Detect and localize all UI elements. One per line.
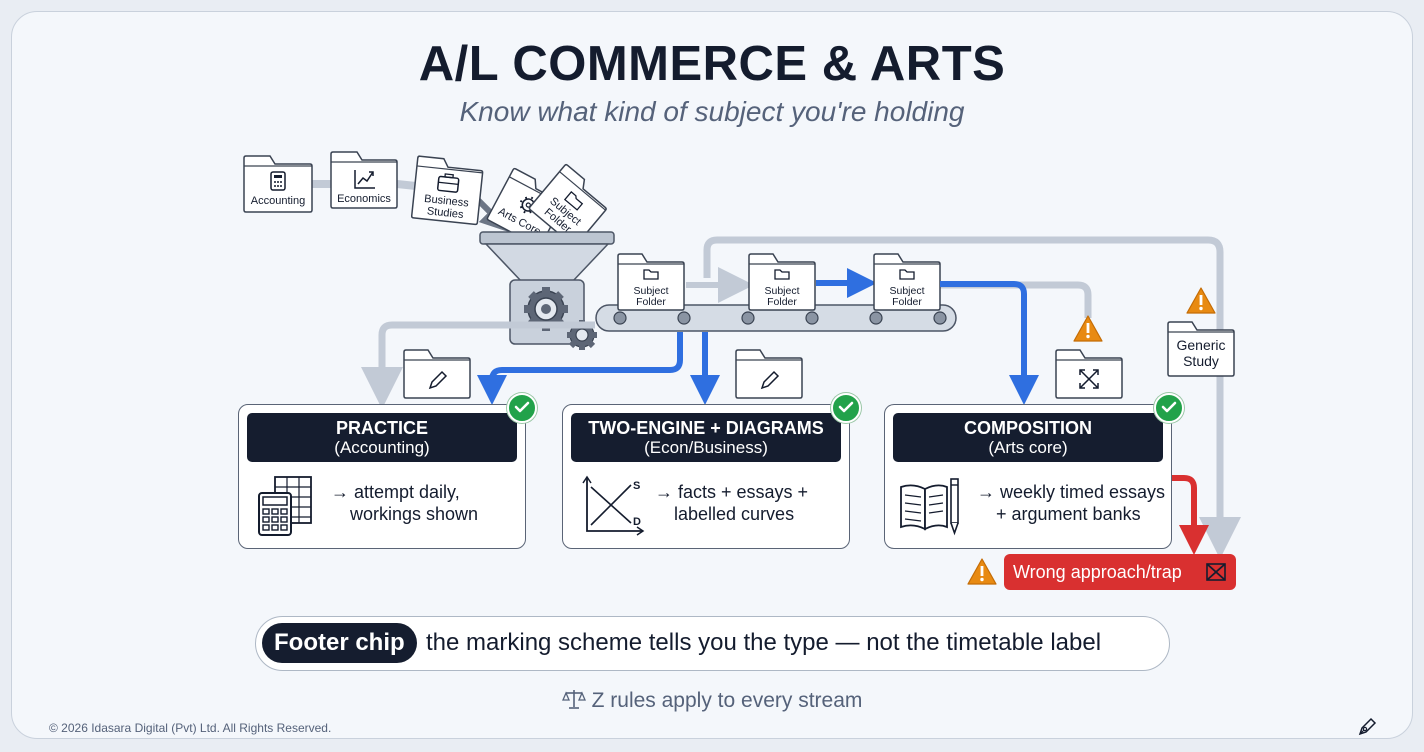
conveyor-folder: Subject Folder — [748, 253, 816, 311]
trap-badge: Wrong approach/trap — [1004, 554, 1236, 590]
briefcase-icon — [436, 173, 460, 193]
pen-nib-icon — [1358, 717, 1377, 736]
category-box-two-engine: TWO-ENGINE + DIAGRAMS (Econ/Business) S … — [562, 404, 850, 549]
body-line: → weekly timed essays — [977, 482, 1166, 502]
folder-label: Study — [1183, 353, 1219, 369]
category-title: TWO-ENGINE + DIAGRAMS — [588, 418, 824, 438]
category-subtitle: (Econ/Business) — [644, 438, 768, 457]
demand-label: D — [633, 516, 641, 528]
category-header: COMPOSITION (Arts core) — [893, 413, 1163, 462]
category-title: PRACTICE — [335, 418, 428, 438]
check-icon — [831, 393, 861, 423]
folder-label: Folder — [892, 296, 922, 308]
rules-line: Z rules apply to every stream — [0, 688, 1424, 713]
warning-icon — [967, 558, 997, 585]
pencil-folder — [735, 349, 803, 399]
conveyor-folder: Subject Folder — [617, 253, 685, 311]
folder-label: Accounting — [251, 195, 305, 207]
folder-icon — [643, 269, 659, 280]
category-box-composition: COMPOSITION (Arts core) → weekly timed e… — [884, 404, 1172, 549]
supply-demand-icon: S D — [582, 475, 645, 536]
close-icon — [1206, 563, 1226, 581]
folder-label: Subject — [764, 285, 799, 297]
category-subtitle: (Accounting) — [334, 438, 430, 457]
category-box-practice: PRACTICE (Accounting) → attempt daily, w… — [238, 404, 526, 549]
scale-icon — [561, 690, 586, 709]
input-folder-business-studies: Business Studies — [410, 155, 484, 226]
folder-label: Folder — [636, 296, 666, 308]
conveyor-folder: Subject Folder — [873, 253, 941, 311]
expand-icon — [1079, 369, 1099, 389]
folder-icon — [899, 269, 915, 280]
blue-route-arrows — [477, 281, 1039, 405]
rules-text: Z rules apply to every stream — [591, 689, 863, 712]
category-title: COMPOSITION — [963, 418, 1092, 438]
folder-icon — [563, 191, 584, 211]
category-header: PRACTICE (Accounting) — [247, 413, 517, 462]
folder-label: Studies — [426, 205, 464, 221]
gear-icon — [524, 287, 568, 331]
body-line: labelled curves — [674, 504, 795, 524]
category-header: TWO-ENGINE + DIAGRAMS (Econ/Business) — [571, 413, 841, 462]
folder-label: Folder — [767, 296, 797, 308]
trap-arrow — [1172, 475, 1209, 555]
expand-folder — [1055, 349, 1123, 399]
gear-icon — [567, 320, 597, 350]
footer-text: the marking scheme tells you the type — … — [426, 629, 1102, 656]
page-title: A/L COMMERCE & ARTS — [418, 37, 1006, 91]
gray-return-path — [361, 236, 1241, 559]
body-line: workings shown — [350, 504, 479, 524]
folder-icon — [774, 269, 790, 280]
warning-icon — [1186, 287, 1216, 314]
body-line: → attempt daily, — [331, 482, 460, 502]
line-chart-icon — [354, 170, 375, 189]
folder-label: Subject — [633, 285, 668, 297]
input-folder-economics: Economics — [330, 151, 398, 209]
calculator-icon — [270, 171, 286, 191]
body-line: → facts + essays + — [655, 482, 809, 502]
calculator-sheet-icon — [258, 476, 312, 536]
supply-label: S — [633, 480, 640, 492]
pencil-icon — [760, 370, 780, 390]
generic-study-folder: Generic Study — [1167, 321, 1235, 377]
category-body: → facts + essays + labelled curves — [655, 481, 808, 525]
check-icon — [507, 393, 537, 423]
warning-icon — [1073, 315, 1103, 342]
pencil-icon — [428, 370, 448, 390]
input-folder-accounting: Accounting — [243, 155, 313, 213]
folder-label: Business — [424, 193, 470, 210]
page-subtitle: Know what kind of subject you're holding — [459, 96, 965, 127]
book-pen-icon — [900, 478, 959, 536]
body-line: + argument banks — [996, 504, 1141, 524]
footer-bar: Footer chip the marking scheme tells you… — [255, 616, 1170, 671]
folder-label: Economics — [337, 193, 391, 205]
sorting-machine — [479, 231, 615, 350]
folder-label: Subject — [889, 285, 924, 297]
category-body: → weekly timed essays + argument banks — [977, 481, 1165, 525]
category-subtitle: (Arts core) — [988, 438, 1068, 457]
category-body: → attempt daily, workings shown — [331, 481, 478, 525]
copyright: © 2026 Idasara Digital (Pvt) Ltd. All Ri… — [49, 721, 332, 735]
check-icon — [1154, 393, 1184, 423]
folder-label: Generic — [1176, 337, 1225, 353]
footer-chip: Footer chip — [262, 623, 417, 663]
pencil-folder — [403, 349, 471, 399]
trap-label: Wrong approach/trap — [1013, 562, 1182, 582]
